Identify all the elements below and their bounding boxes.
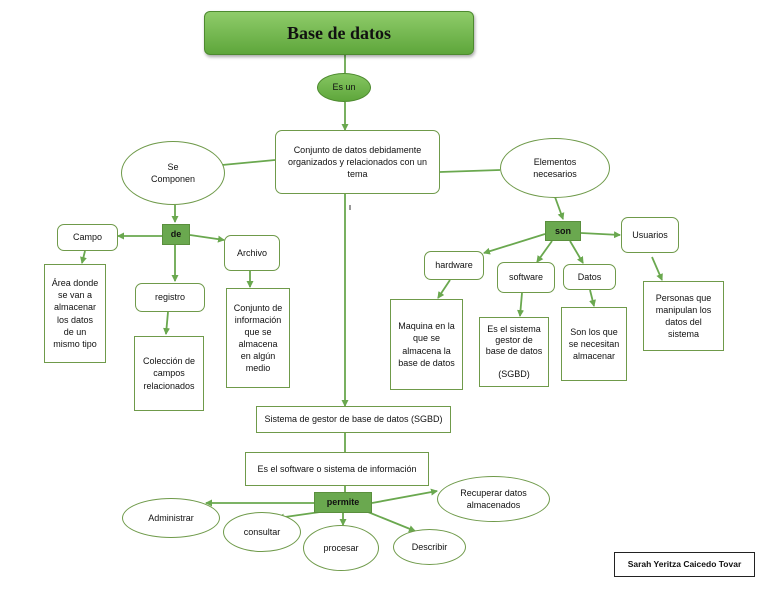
node-registro-desc: Colección de campos relacionados [134, 336, 204, 411]
page-title: Base de datos [204, 11, 474, 55]
node-archivo: Archivo [224, 235, 280, 271]
node-recuperar: Recuperar datos almacenados [437, 476, 550, 522]
node-administrar: Administrar [122, 498, 220, 538]
edge-campo-desc [80, 250, 87, 264]
edge-hardware-desc [437, 279, 451, 299]
edge-son-software [536, 240, 553, 263]
node-datos-desc: Son los que se necesitan almacenar [561, 307, 627, 381]
node-registro: registro [135, 283, 205, 312]
node-hardware-desc: Maquina en la que se almacena la base de… [390, 299, 463, 390]
edge-usuarios-desc [651, 256, 663, 281]
edge-son-hardware [483, 233, 546, 255]
node-campo: Campo [57, 224, 118, 251]
edge-conjunto-secomponen [221, 159, 276, 166]
edge-permite-recuperar [371, 488, 438, 504]
connector-de: de [162, 224, 190, 245]
node-es-software: Es el software o sistema de información [245, 452, 429, 486]
connector-es-un: Es un [317, 73, 371, 102]
edge-datos-desc [589, 289, 596, 307]
connector-son: son [545, 221, 581, 241]
node-procesar: procesar [303, 525, 379, 571]
node-archivo-desc: Conjunto de información que se almacena … [226, 288, 290, 388]
node-hardware: hardware [424, 251, 484, 280]
node-usuarios-desc: Personas que manipulan los datos del sis… [643, 281, 724, 351]
node-se-componen: Se Componen [121, 141, 225, 205]
edge-conjunto-elementos [439, 169, 501, 173]
node-describir: Describir [393, 529, 466, 565]
edge-son-datos [569, 240, 584, 264]
node-software-desc: Es el sistema gestor de base de datos (S… [479, 317, 549, 387]
connector-permite: permite [314, 492, 372, 513]
edge-registro-desc [163, 311, 171, 335]
edge-son-usuarios [580, 231, 621, 239]
node-conjunto: Conjunto de datos debidamente organizado… [275, 130, 440, 194]
node-consultar: consultar [223, 512, 301, 552]
edge-permite-describir [367, 511, 416, 532]
node-datos: Datos [563, 264, 616, 290]
node-elementos: Elementos necesarios [500, 138, 610, 198]
edge-de-archivo [189, 234, 225, 243]
edge-software-desc [517, 292, 525, 317]
node-sgbd: Sistema de gestor de base de datos (SGBD… [256, 406, 451, 433]
node-usuarios: Usuarios [621, 217, 679, 253]
node-software: software [497, 262, 555, 293]
node-campo-desc: Área donde se van a almacenar los datos … [44, 264, 106, 363]
author-signature: Sarah Yeritza Caicedo Tovar [614, 552, 755, 577]
edge-elementos-son [554, 196, 565, 220]
